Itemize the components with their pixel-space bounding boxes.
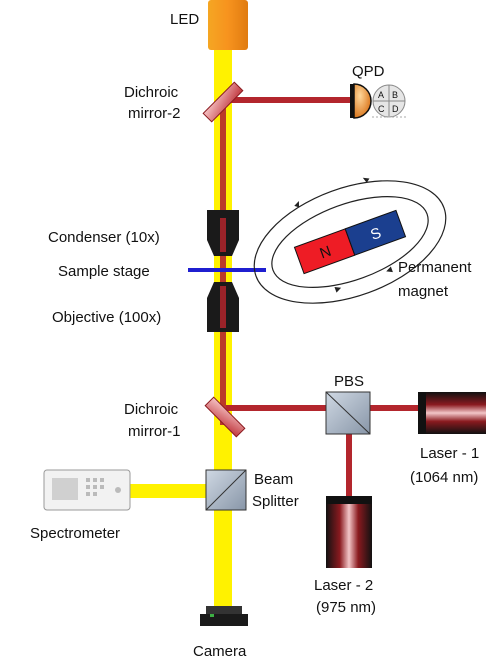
permanent-magnet: N S	[253, 177, 447, 304]
laser-beam-from-laser-1	[226, 405, 422, 411]
field-arrow-3	[334, 287, 342, 293]
condenser-beam	[220, 218, 226, 252]
pbs-label: PBS	[334, 373, 364, 390]
camera-device	[200, 606, 248, 626]
condenser-label: Condenser (10x)	[48, 229, 160, 246]
dichroic-mirror-2-label-line1: Dichroic	[124, 84, 179, 101]
objective-beam	[220, 286, 226, 328]
laser-1	[418, 392, 486, 434]
laser-2-label-line2: (975 nm)	[316, 599, 376, 616]
led-label: LED	[170, 11, 199, 28]
laser-2-label-line1: Laser - 2	[314, 577, 373, 594]
laser-2	[326, 496, 372, 568]
dichroic-mirror-1-label-line2: mirror-1	[128, 423, 181, 440]
qpd-quadrant-c: C	[378, 104, 385, 114]
field-arrow-1	[294, 201, 300, 208]
qpd-detector: A B C D	[350, 83, 408, 119]
laser-1-label-line2: (1064 nm)	[410, 469, 478, 486]
field-arrow-2	[362, 177, 370, 183]
qpd-dome	[353, 83, 372, 119]
dichroic-mirror-2-label-line2: mirror-2	[128, 105, 181, 122]
field-line-outer	[253, 180, 447, 304]
pbs-cube	[325, 391, 371, 435]
qpd-quadrant-d: D	[392, 104, 399, 114]
qpd-quadrant-a: A	[378, 90, 384, 100]
qpd-quadrant-b: B	[392, 90, 398, 100]
dichroic-mirror-2	[202, 81, 244, 123]
laser-beam-from-laser-2	[346, 432, 352, 496]
dichroic-mirror-1	[204, 396, 246, 438]
visible-beam-to-spectrometer	[130, 484, 225, 498]
permanent-magnet-label-line2: magnet	[398, 283, 449, 300]
qpd-mount	[350, 84, 354, 118]
laser-1-label-line1: Laser - 1	[420, 445, 479, 462]
field-line-inner	[271, 195, 429, 289]
objective-label: Objective (100x)	[52, 309, 161, 326]
beam-splitter-label-line1: Beam	[254, 471, 293, 488]
laser-beam-vertical	[220, 105, 226, 425]
camera-label: Camera	[193, 643, 247, 660]
spectrometer-label: Spectrometer	[30, 525, 120, 542]
qpd-label: QPD	[352, 63, 385, 80]
led-source	[208, 0, 248, 50]
magnet-south-pole	[344, 209, 407, 256]
permanent-magnet-label-line1: Permanent	[398, 259, 472, 276]
spectrometer-device	[43, 469, 131, 511]
sample-stage-label: Sample stage	[58, 263, 150, 280]
beam-splitter-cube	[205, 469, 247, 511]
dichroic-mirror-1-label-line1: Dichroic	[124, 401, 179, 418]
field-arrow-4	[386, 266, 393, 273]
beam-splitter-label-line2: Splitter	[252, 493, 299, 510]
laser-beam-to-qpd	[226, 97, 350, 103]
sample-stage	[188, 268, 266, 272]
